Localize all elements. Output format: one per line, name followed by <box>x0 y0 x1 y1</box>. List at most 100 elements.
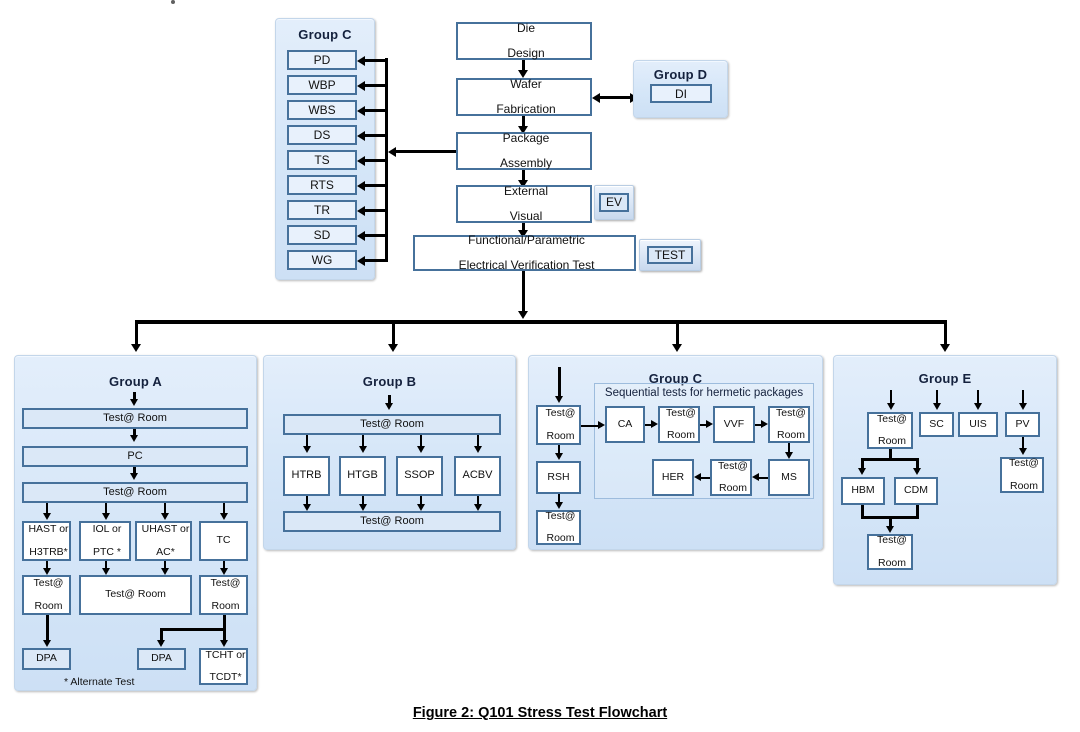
group-e-uis[interactable]: UIS <box>958 412 998 437</box>
ge-split-l <box>861 458 864 472</box>
group-a-test-room-right[interactable]: Test@ Room <box>199 575 248 615</box>
bus-branch-b-arrow <box>388 344 398 352</box>
group-b-test-room-bottom[interactable]: Test@ Room <box>283 511 501 532</box>
group-e-cdm[interactable]: CDM <box>894 477 938 505</box>
group-c-arrow-ts <box>357 156 365 166</box>
gb-d7 <box>420 496 422 507</box>
ga-da7 <box>161 568 169 575</box>
gcs-tr3-l2: Room <box>718 482 747 495</box>
ev-button[interactable]: EV <box>594 185 634 220</box>
gcs-tr1-l2: Room <box>666 429 695 442</box>
box-die-design[interactable]: Die Design <box>456 20 592 60</box>
ga-d5 <box>46 561 48 571</box>
group-c-seq-test-room-3[interactable]: Test@ Room <box>710 459 752 496</box>
group-a-tcht[interactable]: TCHT or TCDT* <box>199 648 248 685</box>
ge-trb-l2: Room <box>877 556 906 569</box>
group-c-chip-rts[interactable]: RTS <box>287 175 357 195</box>
group-c-seq-ca[interactable]: CA <box>605 406 645 443</box>
group-c-test-room-1[interactable]: Test@ Room <box>536 405 581 445</box>
group-a-pc[interactable]: PC <box>22 446 248 467</box>
group-c-arrow-rts <box>357 181 365 191</box>
group-c-seq-test-room-1[interactable]: Test@ Room <box>658 406 700 443</box>
group-a-test-room-1[interactable]: Test@ Room <box>22 408 248 429</box>
bus-branch-c <box>676 320 679 348</box>
gb-d5 <box>306 496 308 507</box>
gc-s5 <box>758 476 768 479</box>
group-c-feeder-ts <box>365 158 387 162</box>
group-b-stress-htgb[interactable]: HTGB <box>339 456 386 496</box>
box-package-assembly[interactable]: Package Assembly <box>456 131 592 170</box>
group-b-title-arrow <box>385 403 393 410</box>
gc-sa2 <box>706 420 713 428</box>
visual-line1: External <box>503 183 549 198</box>
gcs-tr1-l1: Test@ <box>666 406 696 419</box>
group-c-chip-wbs[interactable]: WBS <box>287 100 357 120</box>
box-wafer-fabrication[interactable]: Wafer Fabrication <box>456 77 592 117</box>
group-a-test-room-left[interactable]: Test@ Room <box>22 575 71 615</box>
ge-split-la <box>858 468 866 475</box>
test-button[interactable]: TEST <box>639 239 701 271</box>
hast-line1: HAST or <box>28 523 69 535</box>
group-c-test-room-2[interactable]: Test@ Room <box>536 510 581 545</box>
wafer-line2: Fabrication <box>496 102 556 117</box>
group-a-test-room-2[interactable]: Test@ Room <box>22 482 248 503</box>
group-c-chip-wbp[interactable]: WBP <box>287 75 357 95</box>
group-a-stress-tc[interactable]: TC <box>199 521 248 561</box>
group-c-chip-sd[interactable]: SD <box>287 225 357 245</box>
die-design-line1: Die <box>516 20 535 35</box>
ga-r-drop-arrow <box>220 640 228 647</box>
group-c-seq-test-room-2[interactable]: Test@ Room <box>768 406 810 443</box>
group-c-feeder-pd <box>365 58 387 62</box>
gatrr-line2: Room <box>211 599 240 612</box>
gc-seq-entry-line <box>581 424 602 427</box>
group-c-seq-ms[interactable]: MS <box>768 459 810 496</box>
group-b-stress-ssop[interactable]: SSOP <box>396 456 443 496</box>
ga-da5 <box>43 568 51 575</box>
group-a-test-room-middle[interactable]: Test@ Room <box>79 575 192 615</box>
gatrl-line2: Room <box>34 599 63 612</box>
group-c-seq-her[interactable]: HER <box>652 459 694 496</box>
gc-sa3 <box>761 420 768 428</box>
group-e-test-room-top[interactable]: Test@ Room <box>867 412 913 449</box>
group-e-test-room-pv[interactable]: Test@ Room <box>1000 457 1044 493</box>
group-a-stress-uhast[interactable]: UHAST or AC* <box>135 521 192 561</box>
group-c-feeder-tr <box>365 208 387 212</box>
group-c-chip-tr[interactable]: TR <box>287 200 357 220</box>
group-a-stress-hast[interactable]: HAST or H3TRB* <box>22 521 71 561</box>
gb-a6 <box>359 504 367 511</box>
group-c-arrow-pd <box>357 56 365 66</box>
gctr1-l1: Test@ <box>545 407 576 419</box>
group-c-chip-pd[interactable]: PD <box>287 50 357 70</box>
group-a-stress-iol[interactable]: IOL or PTC * <box>79 521 131 561</box>
group-e-pv[interactable]: PV <box>1005 412 1040 437</box>
group-d-chip-di[interactable]: DI <box>650 84 712 103</box>
box-external-visual[interactable]: External Visual <box>456 183 592 223</box>
group-e-hbm[interactable]: HBM <box>841 477 885 505</box>
stray-mark <box>171 0 175 4</box>
ge-split-h <box>861 458 919 461</box>
group-e-sc[interactable]: SC <box>919 412 954 437</box>
group-c-chip-ds[interactable]: DS <box>287 125 357 145</box>
ga-d1 <box>46 503 48 516</box>
box-electrical-test[interactable]: Functional/Parametric Electrical Verific… <box>413 233 636 272</box>
ga-d4 <box>223 503 225 516</box>
group-b-test-room-top[interactable]: Test@ Room <box>283 414 501 435</box>
ga-l1 <box>133 429 136 438</box>
group-b-stress-htrb[interactable]: HTRB <box>283 456 330 496</box>
gc-entry-arrow <box>555 396 563 403</box>
group-e-test-room-bottom[interactable]: Test@ Room <box>867 534 913 570</box>
arrow-wafer-to-package-line <box>522 116 525 129</box>
group-b-stress-acbv[interactable]: ACBV <box>454 456 501 496</box>
group-c-arrow-wg <box>357 256 365 266</box>
bus-drop-arrow <box>518 311 528 319</box>
group-c-seq-vvf[interactable]: VVF <box>713 406 755 443</box>
gc-sa1 <box>651 420 658 428</box>
group-c-rsh[interactable]: RSH <box>536 461 581 494</box>
ge-merge-arrow <box>886 526 894 533</box>
group-a-dpa-mid[interactable]: DPA <box>137 648 186 670</box>
bus-branch-a-arrow <box>131 344 141 352</box>
group-c-chip-wg[interactable]: WG <box>287 250 357 270</box>
group-c-chip-ts[interactable]: TS <box>287 150 357 170</box>
group-c-arrow-wbp <box>357 81 365 91</box>
group-a-dpa-left[interactable]: DPA <box>22 648 71 670</box>
